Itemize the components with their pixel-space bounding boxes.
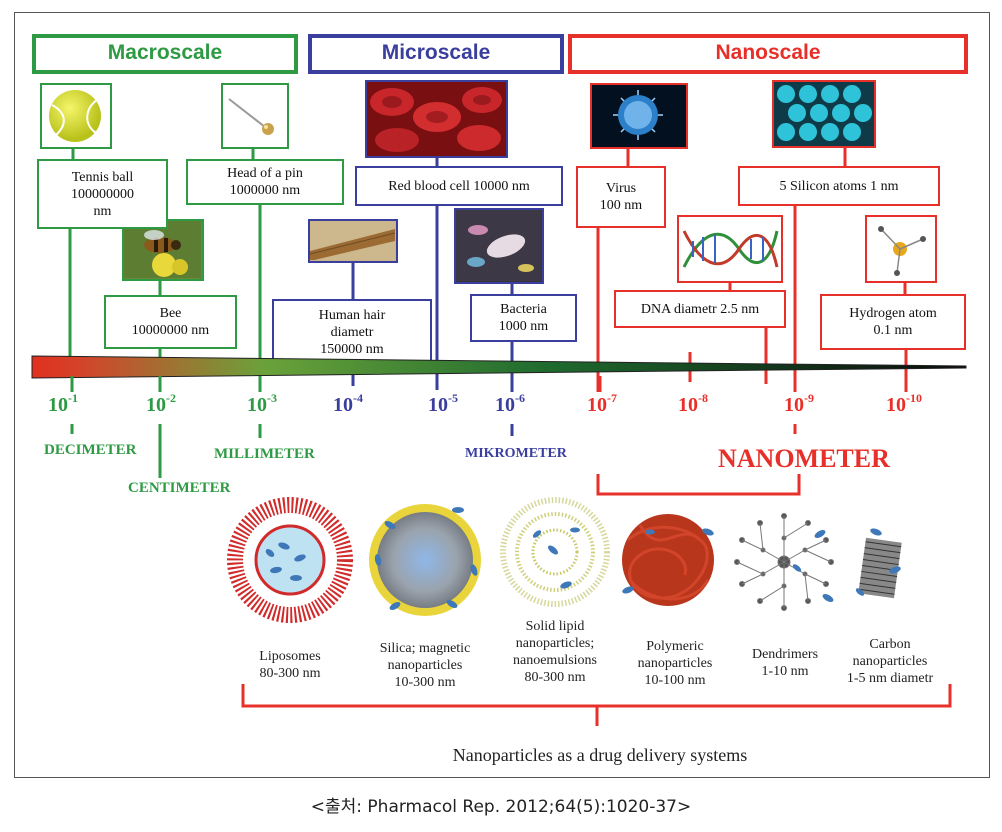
np-label-line: 80-300 nm [524, 670, 586, 685]
tick-label: 10-4 [333, 391, 363, 416]
hair-image [308, 219, 398, 263]
dna-label-line: DNA diametr 2.5 nm [640, 301, 760, 317]
np-label-line: nanoparticles [852, 654, 928, 669]
nanoscale-header: Nanoscale [568, 34, 968, 74]
tick-label: 10-1 [48, 391, 78, 416]
silicon-atoms-image [772, 80, 876, 148]
microscale-header: Microscale [308, 34, 564, 74]
tennis-ball-label-line: Tennis ball [71, 169, 134, 185]
macroscale-header: Macroscale [32, 34, 298, 74]
tick-label: 10-7 [587, 391, 617, 416]
np-label-line: nanoparticles [387, 658, 463, 673]
pin-label: Head of a pin 1000000 nm [186, 159, 344, 205]
np-label-line: Solid lipid [525, 619, 585, 634]
np-label-line: Carbon [869, 637, 911, 652]
silicon-label-line: 5 Silicon atoms 1 nm [779, 178, 899, 194]
silicon-label: 5 Silicon atoms 1 nm [738, 166, 940, 206]
virus-label-line: 100 nm [599, 198, 643, 213]
bee-label: Bee 10000000 nm [104, 295, 237, 349]
dna-image [677, 215, 783, 283]
tick-label: 10-3 [247, 391, 277, 416]
tennis-ball-image [40, 83, 112, 149]
bee-label-line: Bee [159, 306, 182, 321]
solid-lipid-icon [500, 497, 610, 607]
silica-label: Silica; magnetic nanoparticles 10-300 nm [360, 640, 490, 691]
np-label-line: Liposomes [259, 649, 321, 664]
dendrimers-label: Dendrimers 1-10 nm [735, 646, 835, 680]
tick-label: 10-5 [428, 391, 458, 416]
dendrimer-icon [734, 513, 834, 611]
carbon-label: Carbon nanoparticles 1-5 nm diametr [832, 636, 948, 687]
hydrogen-label-line: Hydrogen atom [849, 306, 937, 321]
liposomes-label: Liposomes 80-300 nm [235, 648, 345, 682]
hydrogen-label: Hydrogen atom 0.1 nm [820, 294, 966, 350]
hydrogen-label-line: 0.1 nm [873, 323, 913, 338]
bacteria-label-line: 1000 nm [498, 319, 549, 334]
human-hair-label-line: diametr [330, 324, 374, 340]
carbon-nanotube-icon [855, 528, 902, 599]
pin-label-line: 1000000 nm [229, 183, 301, 198]
np-label-line: 10-100 nm [644, 673, 706, 688]
bee-image [122, 219, 204, 281]
np-label-line: 1-5 nm diametr [846, 671, 934, 686]
np-label-line: Polymeric [646, 639, 704, 654]
tennis-ball-label-line: nm [93, 203, 112, 219]
pin-label-line: Head of a pin [227, 166, 303, 181]
np-label-line: 80-300 nm [259, 666, 321, 681]
nanometer-label: NANOMETER [718, 444, 890, 473]
drug-delivery-caption: Nanoparticles as a drug delivery systems [452, 745, 748, 765]
bee-label-line: 10000000 nm [131, 323, 210, 338]
tennis-ball-label: Tennis ball 100000000 nm [37, 159, 168, 229]
red-blood-cell-label: Red blood cell 10000 nm [355, 166, 563, 206]
liposome-icon [227, 497, 353, 623]
human-hair-label-line: 150000 nm [320, 341, 384, 357]
virus-label: Virus 100 nm [576, 166, 666, 228]
np-label-line: 10-300 nm [394, 675, 456, 690]
np-label-line: 1-10 nm [761, 664, 809, 679]
np-label-line: nanoparticles; [515, 636, 595, 651]
pin-image [221, 83, 289, 149]
bacteria-label: Bacteria 1000 nm [470, 294, 577, 342]
virus-label-line: Virus [605, 181, 637, 196]
tick-label: 10-10 [886, 391, 922, 416]
red-blood-cell-label-line: Red blood cell 10000 nm [388, 178, 530, 194]
dna-label: DNA diametr 2.5 nm [614, 290, 786, 328]
red-blood-cells-image [365, 80, 508, 158]
hydrogen-atom-image [865, 215, 937, 283]
tennis-ball-label-line: 100000000 [71, 186, 134, 202]
np-label-line: Silica; magnetic [379, 641, 471, 656]
centimeter-label: CENTIMETER [128, 480, 231, 496]
tick-label: 10-8 [678, 391, 708, 416]
polymeric-label: Polymeric nanoparticles 10-100 nm [620, 638, 730, 689]
np-label-line: nanoparticles [637, 656, 713, 671]
np-label-line: Dendrimers [751, 647, 819, 662]
source-citation: <출처: Pharmacol Rep. 2012;64(5):1020-37> [310, 797, 692, 817]
decimeter-label: DECIMETER [44, 442, 137, 458]
silica-magnetic-icon [369, 504, 481, 616]
figure-frame [14, 12, 990, 778]
virus-image [590, 83, 688, 149]
tick-label: 10-9 [784, 391, 814, 416]
np-label-line: nanoemulsions [513, 653, 597, 668]
millimeter-label: MILLIMETER [214, 446, 315, 462]
human-hair-label-line: Human hair [318, 307, 386, 323]
mikrometer-label: MIKROMETER [465, 446, 567, 461]
tick-label: 10-2 [146, 391, 176, 416]
polymeric-icon [622, 514, 714, 606]
bacteria-image [454, 208, 544, 284]
solid-lipid-label: Solid lipid nanoparticles; nanoemulsions… [495, 618, 615, 686]
tick-label: 10-6 [495, 391, 525, 416]
bacteria-label-line: Bacteria [500, 302, 547, 317]
